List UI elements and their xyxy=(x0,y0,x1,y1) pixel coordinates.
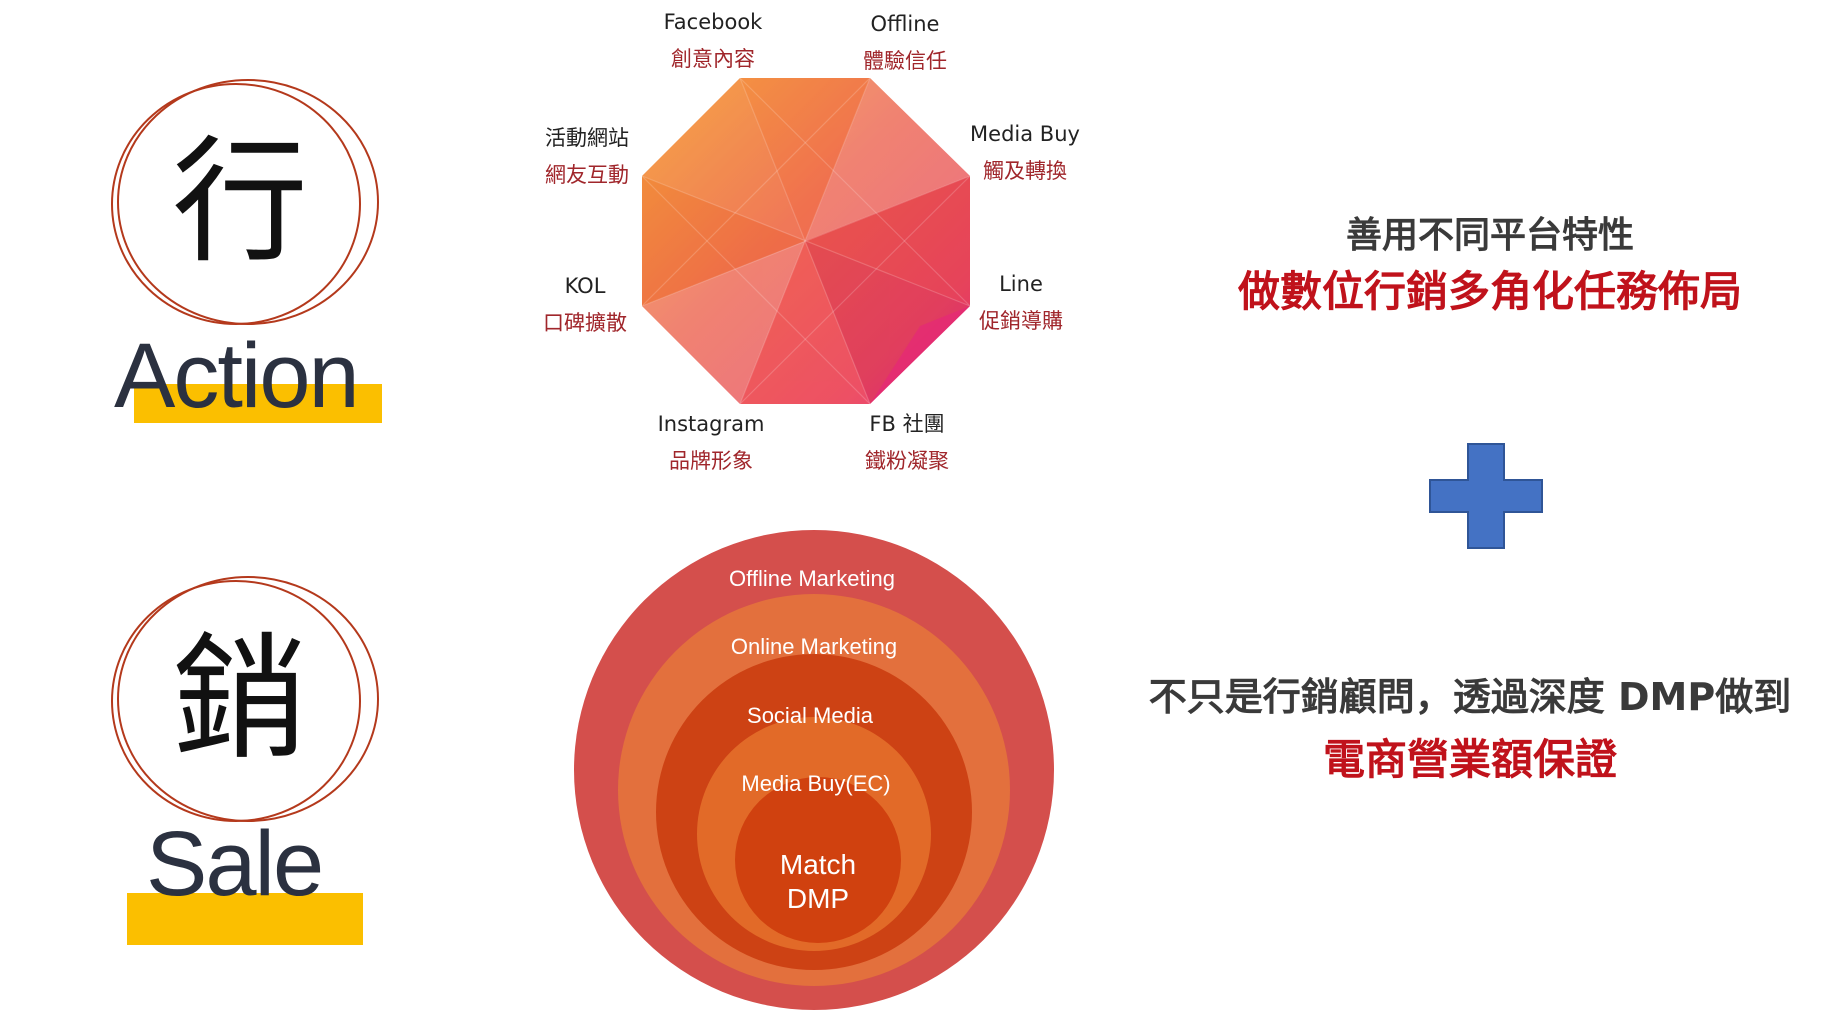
sale-highlight-bar xyxy=(127,893,363,945)
label-zh: 網友互動 xyxy=(545,162,629,187)
octagon-label-media-buy: Media Buy 觸及轉換 xyxy=(940,116,1110,190)
ring-label-media-buy: Media Buy(EC) xyxy=(741,771,891,796)
octagon-label-line: Line 促銷導購 xyxy=(936,266,1106,340)
sale-circle-icon xyxy=(111,576,379,822)
label-zh: 促銷導購 xyxy=(979,308,1063,333)
concentric-circles xyxy=(574,530,1054,1010)
ring-label-offline: Offline Marketing xyxy=(729,566,895,591)
label-en: 活動網站 xyxy=(545,126,629,150)
ring-core xyxy=(735,777,901,943)
statement2-line1: 不只是行銷顧問，透過深度 DMP做到 xyxy=(1148,675,1792,719)
label-en: Media Buy xyxy=(970,122,1080,146)
octagon-label-kol: KOL 口碑擴散 xyxy=(500,268,670,342)
label-en: Instagram xyxy=(657,412,765,436)
label-zh: 體驗信任 xyxy=(863,48,947,73)
action-highlight-bar xyxy=(134,384,382,423)
label-en: Line xyxy=(999,272,1043,296)
statement2-line2: 電商營業額保證 xyxy=(1322,735,1617,784)
label-zh: 創意內容 xyxy=(671,46,755,71)
statement1-line2: 做數位行銷多角化任務佈局 xyxy=(1237,267,1742,316)
label-zh: 鐵粉凝聚 xyxy=(865,448,949,473)
octagon-label-offline: Offline 體驗信任 xyxy=(820,6,990,80)
label-zh: 觸及轉換 xyxy=(983,158,1067,183)
octagon-label-facebook: Facebook 創意內容 xyxy=(628,4,798,78)
plus-icon xyxy=(1429,443,1543,549)
octagon-label-instagram: Instagram 品牌形象 xyxy=(626,406,796,480)
sale-word: Sale xyxy=(146,813,324,915)
label-en: KOL xyxy=(564,274,606,298)
statement1-line1: 善用不同平台特性 xyxy=(1345,215,1634,256)
ring-label-social: Social Media xyxy=(747,703,873,728)
label-zh: 品牌形象 xyxy=(669,448,753,473)
ring-label-online: Online Marketing xyxy=(730,634,898,659)
sale-character: 銷 xyxy=(172,621,308,779)
octagon-label-event-site: 活動網站 網友互動 xyxy=(502,120,672,194)
action-circle-icon xyxy=(111,79,379,325)
octagon-label-fb-group: FB 社團 鐵粉凝聚 xyxy=(822,406,992,480)
platform-octagon xyxy=(642,78,970,404)
action-word: Action xyxy=(114,325,360,427)
core-label: Match DMP xyxy=(738,848,898,916)
label-zh: 口碑擴散 xyxy=(543,310,627,335)
label-en: FB 社團 xyxy=(869,412,945,436)
core-label-line2: DMP xyxy=(786,883,850,914)
label-en: Facebook xyxy=(663,10,763,34)
action-character: 行 xyxy=(172,124,308,282)
label-en: Offline xyxy=(870,12,940,36)
core-label-line1: Match xyxy=(779,849,857,880)
